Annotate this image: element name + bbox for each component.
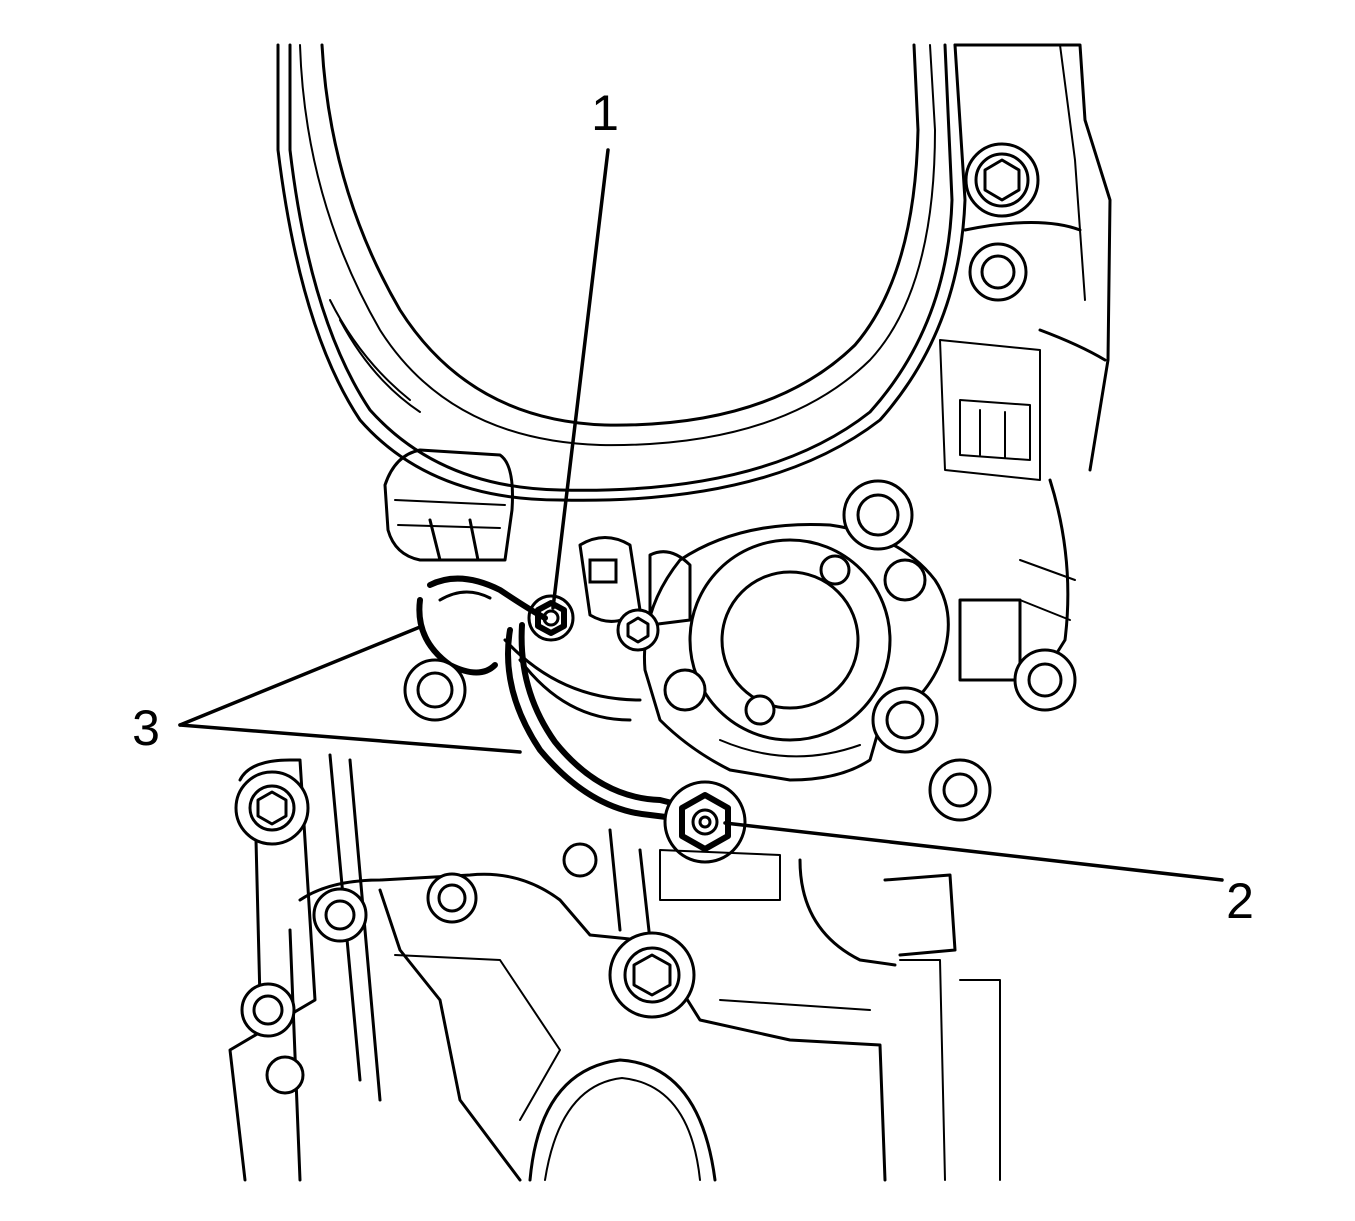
callout-2: 2 [1226,873,1254,929]
ground-nut [663,780,747,864]
leader-lines [178,148,1224,882]
leader-3b [178,723,522,754]
upper-right-bolt [964,142,1040,218]
right-block-housing [939,43,1112,682]
right-bolt-2 [968,242,1028,302]
right-mid-bolt-2 [871,686,939,754]
right-lower-bolt [928,758,992,822]
timing-cover-housing [276,43,967,502]
left-bolt-upper [403,658,467,722]
lower-left-bolt-2 [312,887,368,943]
callout-1: 1 [591,85,619,141]
sensor-connector [383,448,514,562]
lower-left-bolt [234,770,310,846]
lower-left-bolt-4 [265,1055,305,1095]
oil-filter-housing [528,1058,717,1182]
lower-front-cover [228,753,1001,1182]
right-mid-bolt [1013,648,1077,712]
lower-mid-bolt [426,872,478,924]
pump-upper-bolt [842,479,914,551]
leader-1 [551,148,610,610]
sensor-bolt [527,594,575,642]
leader-3a [178,625,422,727]
callout-labels: 1 2 3 [132,85,1254,929]
leader-2 [723,821,1224,882]
lower-left-bolt-3 [240,982,296,1038]
lower-center-bolt [562,842,598,878]
crankshaft-sensor [578,536,692,652]
oil-pump-cover [642,522,950,782]
callout-3: 3 [132,700,160,756]
large-lower-bolt [608,931,696,1019]
